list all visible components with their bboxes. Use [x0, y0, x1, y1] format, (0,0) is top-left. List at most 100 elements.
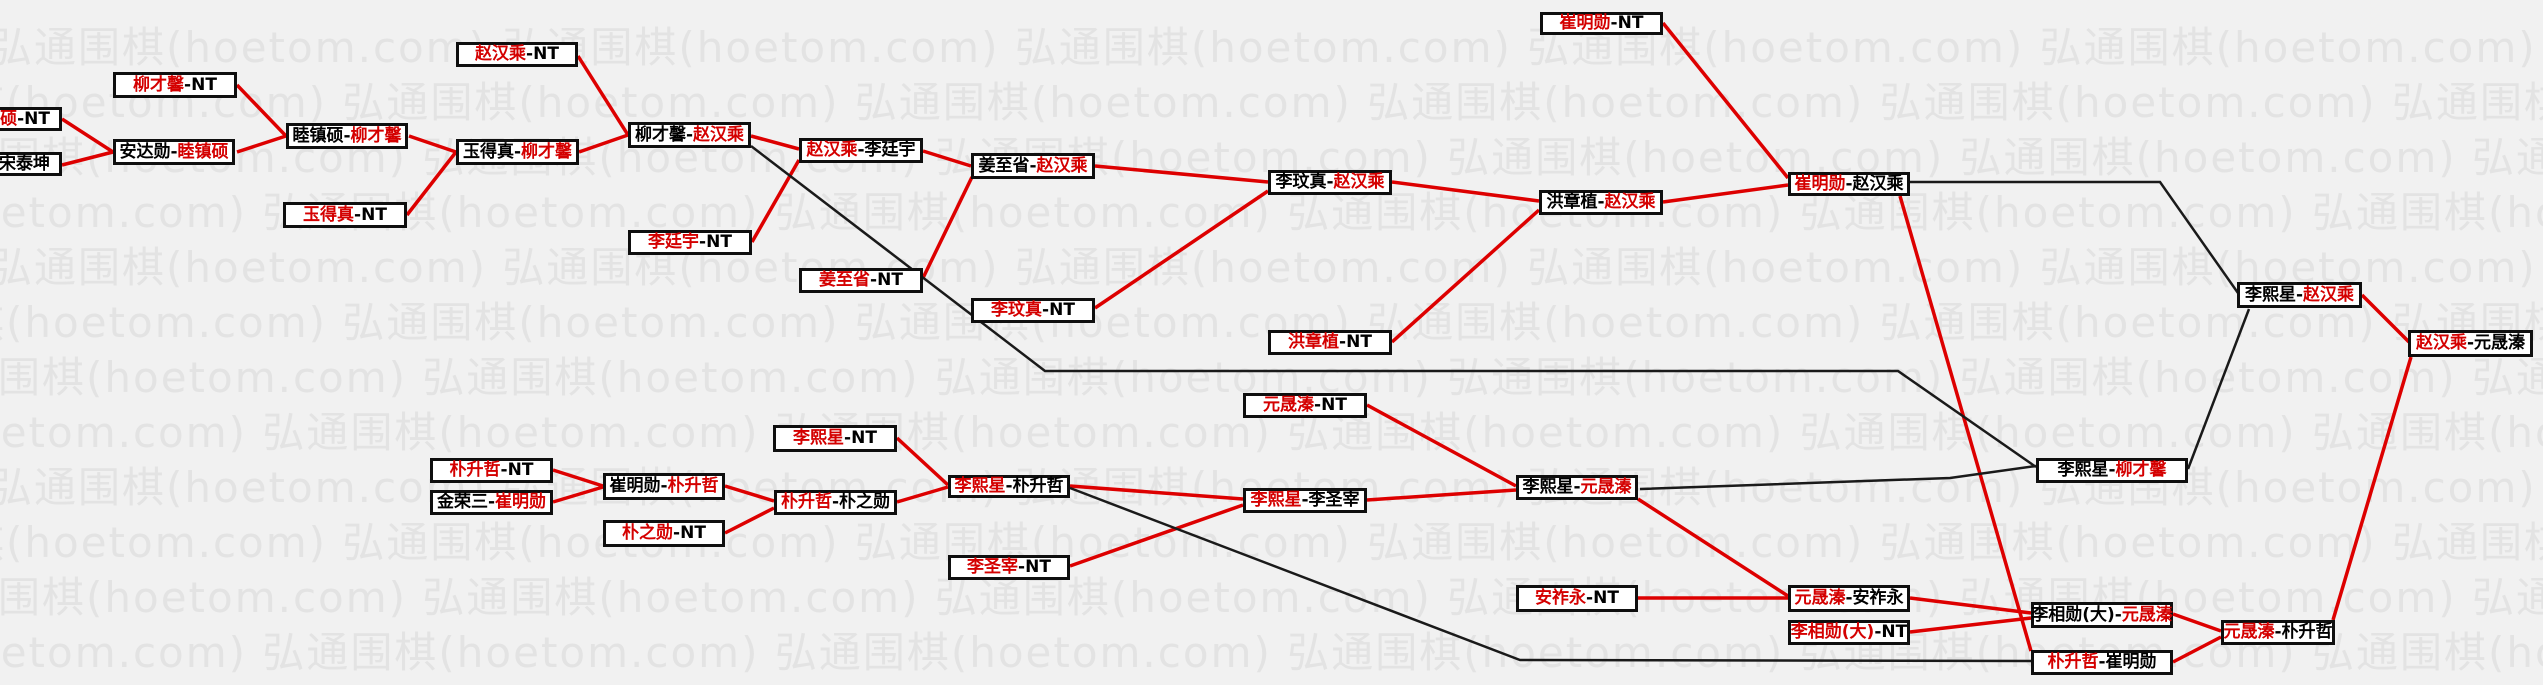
player-name: 柳才馨- [634, 124, 694, 145]
match-box-won-ancho[interactable]: 元晟溱-安祚永 [1788, 585, 1910, 612]
winner-name: 李熙星 [954, 476, 1006, 496]
winner-name: 赵汉乘 [1333, 172, 1385, 192]
match-box-an-song[interactable]: -宋泰坤 [0, 152, 62, 176]
loser-path-line [1639, 464, 2037, 491]
match-box-choi-park[interactable]: 崔明勋-朴升哲 [603, 473, 725, 500]
match-box-hong-nt[interactable]: 洪章植-NT [1268, 330, 1392, 355]
player-name: -NT [1018, 557, 1051, 577]
match-box-choi-nt[interactable]: 崔明勋-NT [1540, 12, 1663, 35]
winner-path-line [405, 150, 458, 217]
player-name: -李廷宇 [857, 140, 916, 160]
winner-name: 赵汉乘 [2303, 284, 2355, 305]
player-name: 李熙星- [1522, 477, 1581, 497]
winner-name: 赵汉乘 [1604, 192, 1656, 212]
winner-name: 朴之勋 [622, 523, 674, 543]
loser-path-line [1910, 180, 2240, 294]
match-box-leesj-nt[interactable]: 李圣宰-NT [948, 555, 1070, 580]
winner-path-line [552, 485, 604, 504]
player-name: -NT [870, 270, 903, 290]
match-box-leehs-won[interactable]: 李熙星-元晟溱 [1516, 475, 1638, 500]
player-name: 李熙星- [2244, 284, 2304, 305]
match-box-leehs-nt[interactable]: 李熙星-NT [773, 425, 897, 452]
loser-path-line [2186, 308, 2251, 470]
match-box-won-nt[interactable]: 元晟溱-NT [1243, 393, 1367, 418]
winner-path-line [1069, 503, 1244, 568]
winner-name: 柳才馨 [521, 141, 573, 162]
winner-name: 朴升哲 [2047, 652, 2099, 672]
player-name: 玉得真- [462, 141, 522, 162]
match-box-kang-cho[interactable]: 姜至省-赵汉乘 [971, 153, 1095, 179]
loser-path-line [750, 145, 2037, 469]
winner-name: 崔明勋 [1794, 173, 1846, 194]
match-box-won-park[interactable]: 元晟溱-朴升哲 [2221, 620, 2335, 645]
match-box-leesh-won[interactable]: 李相勋(大)-元晟溱 [2031, 602, 2173, 628]
match-box-park-nt[interactable]: 朴升哲-NT [430, 458, 553, 483]
winner-name: 洪章植 [1288, 332, 1340, 352]
loser-path-line [1069, 486, 2032, 663]
winner-name: 李玟真 [991, 300, 1043, 320]
match-box-leehs-cho[interactable]: 李熙星-赵汉乘 [2237, 282, 2362, 308]
match-box-ryu-cho[interactable]: 柳才馨-赵汉乘 [628, 122, 751, 148]
match-box-cho-won[interactable]: 赵汉乘-元晟溱 [2408, 330, 2533, 357]
winner-path-line [2172, 612, 2222, 633]
winner-path-line [1637, 497, 1789, 598]
match-box-cho-leejw[interactable]: 赵汉乘-李廷宇 [799, 138, 923, 163]
player-name: -NT [500, 460, 534, 480]
match-box-leemj-cho[interactable]: 李玟真-赵汉乘 [1268, 170, 1392, 195]
winner-name: 元晟溱 [1263, 395, 1315, 415]
match-box-park-parkjh[interactable]: 朴升哲-朴之勋 [774, 490, 897, 515]
winner-path-line [1909, 596, 2032, 615]
winner-path-line [895, 436, 950, 487]
winner-name: 赵汉乘 [693, 124, 745, 145]
winner-name: 赵汉乘 [1036, 155, 1088, 176]
match-box-choi-cho[interactable]: 崔明勋-赵汉乘 [1788, 172, 1910, 196]
player-name: -安祚永 [1845, 588, 1904, 608]
player-name: -NT [699, 232, 732, 252]
winner-path-line [1069, 484, 1244, 501]
match-box-kim-choi[interactable]: 金荣三-崔明勋 [430, 490, 553, 515]
winner-name: 朴升哲 [667, 476, 719, 496]
player-name: -朴之勋 [831, 492, 891, 512]
match-box-mok-ryu[interactable]: 睦镇硕-柳才馨 [286, 123, 408, 149]
match-box-cho-nt[interactable]: 赵汉乘-NT [456, 42, 578, 67]
winner-name: 安祚永 [1535, 588, 1587, 608]
winner-path-line [1898, 195, 2033, 652]
match-box-leehs-leesj[interactable]: 李熙星-李圣宰 [1243, 488, 1367, 513]
player-name: -朴升哲 [1005, 476, 1064, 496]
player-name: -NT [1339, 332, 1372, 352]
winner-name: 崔明勋 [495, 492, 547, 512]
winner-path-line [61, 150, 114, 167]
match-box-kang-nt[interactable]: 姜至省-NT [799, 268, 923, 293]
match-box-leehs-park[interactable]: 李熙星-朴升哲 [948, 475, 1070, 498]
winner-path-line [1390, 208, 1541, 344]
winner-path-line [408, 134, 457, 154]
match-box-leehs-ryu[interactable]: 李熙星-柳才馨 [2036, 458, 2188, 483]
winner-path-line [1366, 403, 1517, 488]
winner-path-line [1391, 180, 1540, 203]
match-box-leemj-nt[interactable]: 李玟真-NT [971, 298, 1095, 323]
match-box-leesh-nt[interactable]: 李相勋(大)-NT [1788, 620, 1910, 645]
winner-name: 姜至省 [819, 270, 871, 290]
player-name: 姜至省- [978, 155, 1037, 176]
match-box-an-mok[interactable]: 安达勋-睦镇硕 [113, 139, 235, 165]
player-name: -NT [354, 204, 387, 225]
match-box-park-choi[interactable]: 朴升哲-崔明勋 [2031, 650, 2173, 675]
winner-path-line [552, 468, 604, 488]
match-box-ancho-nt[interactable]: 安祚永-NT [1516, 585, 1638, 612]
match-box-hong-cho[interactable]: 洪章植-赵汉乘 [1539, 190, 1663, 215]
player-name: -NT [1610, 13, 1644, 33]
winner-name: 李廷宇 [648, 232, 700, 252]
match-box-parkjh-nt[interactable]: 朴之勋-NT [603, 520, 725, 547]
match-box-mok-nt[interactable]: 硕-NT [0, 107, 62, 131]
winner-name: 赵汉乘 [806, 140, 858, 160]
winner-name: 元晟溱 [1580, 477, 1632, 497]
player-name: 李熙星- [2057, 460, 2116, 480]
match-box-ok-nt[interactable]: 玉得真-NT [283, 202, 407, 228]
match-box-ok-ryu[interactable]: 玉得真-柳才馨 [456, 139, 579, 165]
player-name: -NT [184, 74, 217, 95]
match-box-leejw-nt[interactable]: 李廷宇-NT [628, 230, 752, 255]
match-box-ryu-nt[interactable]: 柳才馨-NT [113, 72, 237, 98]
player-name: -NT [1042, 300, 1075, 320]
player-name: -NT [526, 44, 559, 64]
